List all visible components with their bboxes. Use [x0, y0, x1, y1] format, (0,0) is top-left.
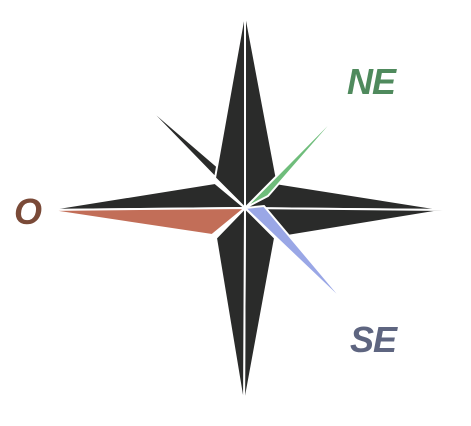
star-point-west: [45, 181, 248, 211]
northeast-pointer-highlight: [244, 102, 350, 209]
label-west: O: [14, 191, 42, 232]
compass-star: [45, 9, 447, 408]
star-point-north-left: [213, 9, 246, 211]
star-point-south-left: [214, 205, 247, 408]
label-northeast: NE: [347, 61, 396, 102]
star-point-north: [244, 9, 279, 211]
label-southeast: SE: [350, 319, 397, 360]
west-pointer-highlight: [45, 206, 248, 237]
star-point-south: [243, 205, 277, 408]
southeast-pointer-highlight: [242, 204, 350, 308]
